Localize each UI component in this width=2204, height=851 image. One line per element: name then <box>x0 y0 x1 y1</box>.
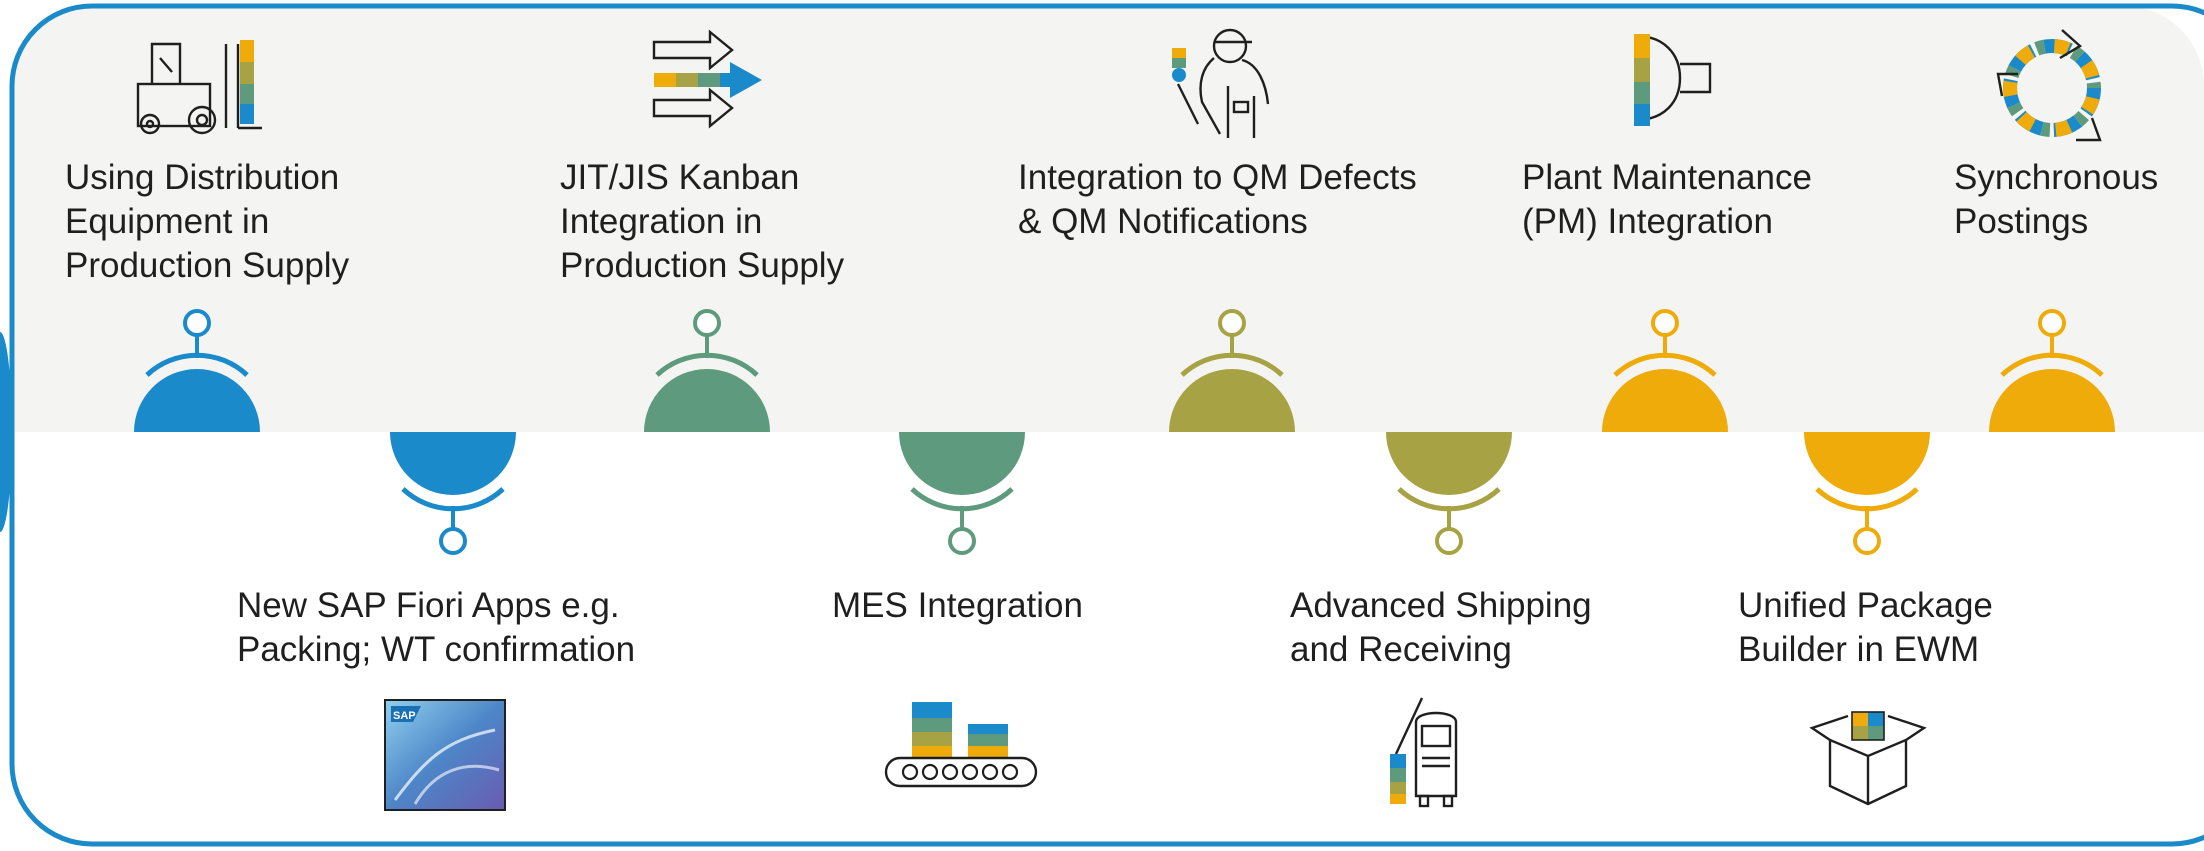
milestone-label-synchronous-postings: Synchronous Postings <box>1954 158 2159 241</box>
milestone-marker-top-5 <box>1989 309 2115 432</box>
milestone-marker-top-2 <box>644 309 770 432</box>
wrench-icon <box>1634 34 1712 126</box>
sap-fiori-logo-icon: SAP <box>384 699 506 811</box>
milestone-marker-top-4 <box>1602 309 1728 432</box>
cycle-arrows-icon <box>1996 29 2102 142</box>
milestone-label-sap-fiori-apps: New SAP Fiori Apps e.g. Packing; WT conf… <box>237 586 636 669</box>
milestone-label-mes-integration: MES Integration <box>832 586 1083 625</box>
lab-scientist-icon <box>1172 28 1270 138</box>
truck-gate-icon <box>1390 697 1458 808</box>
milestone-label-advanced-shipping: Advanced Shipping and Receiving <box>1290 586 1592 669</box>
milestone-label-plant-maintenance: Plant Maintenance (PM) Integration <box>1522 158 1812 241</box>
milestone-marker-top-3 <box>1169 309 1295 432</box>
milestone-marker-bottom-3 <box>1386 432 1512 555</box>
open-box-icon <box>1809 711 1927 806</box>
forklift-icon <box>136 40 262 135</box>
milestone-marker-bottom-1 <box>390 432 516 555</box>
arrows-icon <box>652 29 762 129</box>
milestone-marker-top-1 <box>134 309 260 432</box>
milestone-marker-bottom-2 <box>899 432 1025 555</box>
outer-frame <box>9 3 2204 847</box>
milestone-label-unified-package-builder: Unified Package Builder in EWM <box>1738 586 1993 669</box>
milestone-label-distribution-equipment: Using Distribution Equipment in Producti… <box>65 158 350 285</box>
conveyor-belt-icon <box>884 702 1038 788</box>
milestone-label-jit-jis-kanban: JIT/JIS Kanban Integration in Production… <box>560 158 845 285</box>
milestone-label-qm-integration: Integration to QM Defects & QM Notificat… <box>1018 158 1417 241</box>
milestone-marker-bottom-4 <box>1804 432 1930 555</box>
sap-logo-text: SAP <box>393 710 416 722</box>
